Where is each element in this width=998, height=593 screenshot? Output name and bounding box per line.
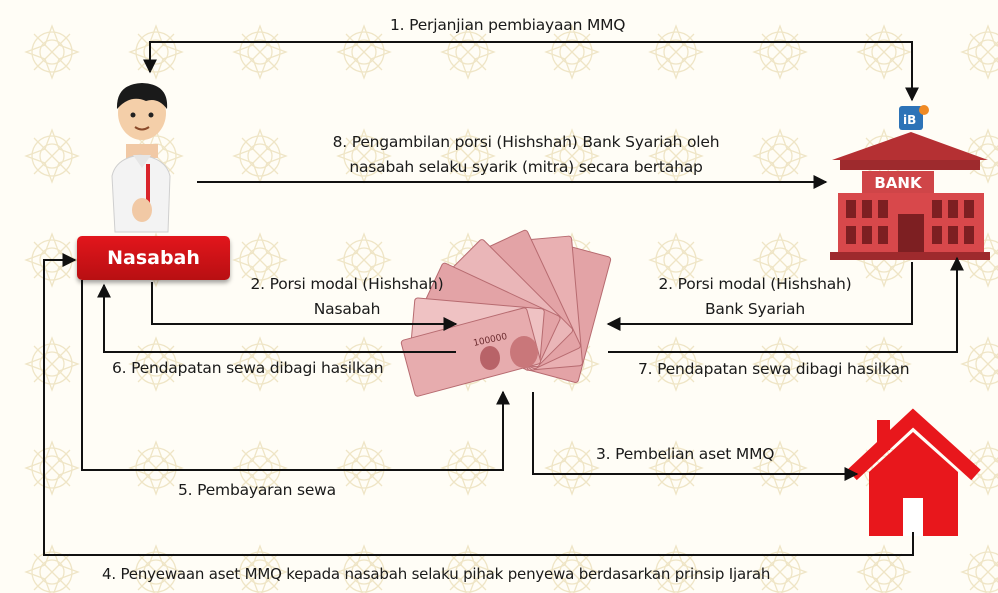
flow-6-label: 6. Pendapatan sewa dibagi hasilkan xyxy=(112,359,384,377)
flow-1-label: 1. Perjanjian pembiayaan MMQ xyxy=(390,16,626,34)
flow-8-label: 8. Pengambilan porsi (Hishshah) Bank Sya… xyxy=(296,130,756,180)
flow-2-nasabah-line-1: 2. Porsi modal (Hishshah) xyxy=(250,275,444,293)
flow-2-bank-line-2: Bank Syariah xyxy=(705,300,805,318)
house-icon xyxy=(847,408,981,536)
flow-2-bank-label: 2. Porsi modal (Hishshah) Bank Syariah xyxy=(640,272,870,322)
nasabah-label: Nasabah xyxy=(107,247,200,269)
flow-2-nasabah-label: 2. Porsi modal (Hishshah) Nasabah xyxy=(232,272,462,322)
flow-4-label: 4. Penyewaan aset MMQ kepada nasabah sel… xyxy=(102,565,771,583)
customer-person-icon xyxy=(111,83,171,233)
flow-7-label: 7. Pendapatan sewa dibagi hasilkan xyxy=(638,360,910,378)
svg-text:iB: iB xyxy=(903,113,916,127)
flow-5-label: 5. Pembayaran sewa xyxy=(178,481,336,499)
flow-3-label: 3. Pembelian aset MMQ xyxy=(596,445,775,463)
flow-arrows xyxy=(43,41,964,556)
money-bundle-icon: 100000 xyxy=(400,229,612,397)
nasabah-label-box: Nasabah xyxy=(77,236,230,280)
flow-8-line-2: nasabah selaku syarik (mitra) secara ber… xyxy=(349,158,703,176)
svg-text:BANK: BANK xyxy=(874,174,923,192)
flow-8-line-1: 8. Pengambilan porsi (Hishshah) Bank Sya… xyxy=(332,133,720,151)
flow-2-nasabah-line-2: Nasabah xyxy=(313,300,381,318)
flow-2-bank-line-1: 2. Porsi modal (Hishshah) xyxy=(658,275,852,293)
bank-building-icon: iB BANK xyxy=(830,105,990,260)
